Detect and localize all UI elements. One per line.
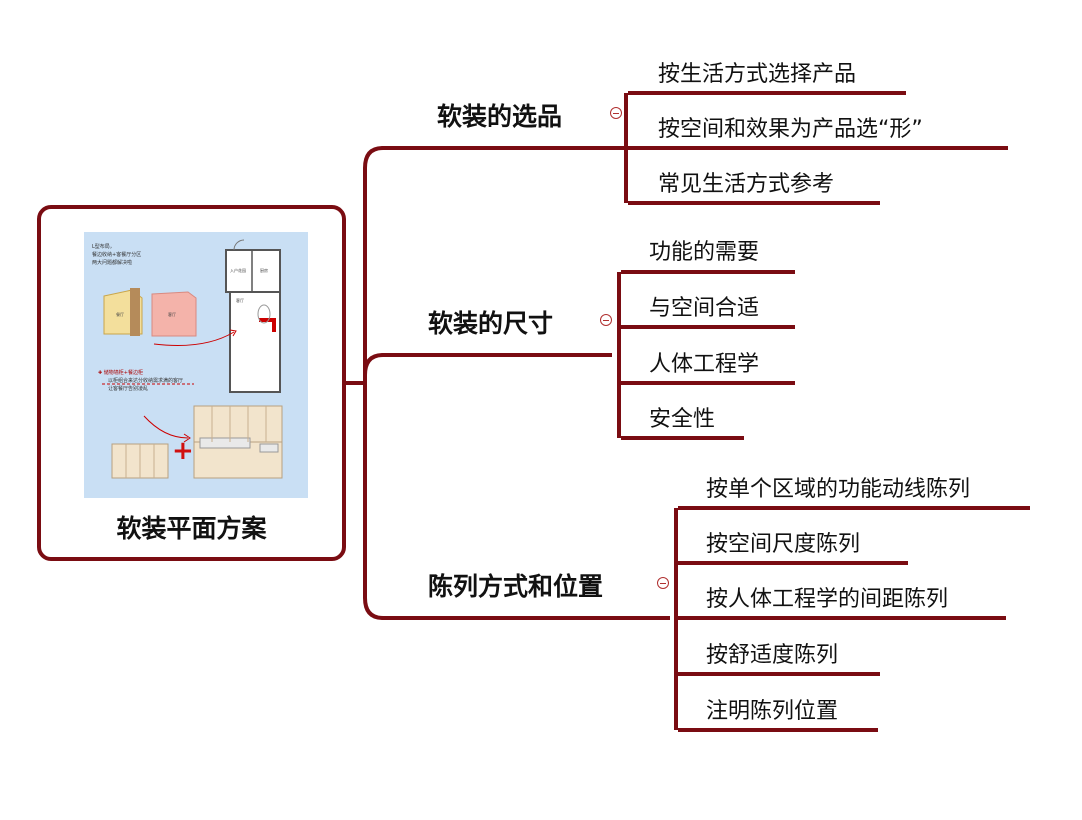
image-note-line-4: ✚ 储物墙柜+餐边柜 bbox=[98, 370, 143, 376]
branch-selection[interactable]: 软装的选品 bbox=[437, 102, 563, 131]
leaf-display-5[interactable]: 注明陈列位置 bbox=[706, 699, 839, 724]
leaf-size-4[interactable]: 安全性 bbox=[649, 407, 716, 432]
image-note-line-1: L型布局， bbox=[92, 244, 115, 250]
leaf-selection-2[interactable]: 按空间和效果为产品选“形” bbox=[658, 117, 923, 142]
image-note-line-2: 餐边收纳+客餐厅分区 bbox=[92, 252, 142, 258]
branch-display[interactable]: 陈列方式和位置 bbox=[428, 572, 604, 601]
leaf-size-1[interactable]: 功能的需要 bbox=[649, 240, 760, 265]
floor-plan-illustration bbox=[102, 239, 283, 479]
leaf-display-4[interactable]: 按舒适度陈列 bbox=[706, 643, 839, 668]
leaf-size-3[interactable]: 人体工程学 bbox=[649, 352, 760, 377]
leaf-selection-1[interactable]: 按生活方式选择产品 bbox=[658, 62, 857, 87]
floor-plan-image: L型布局， 餐边收纳+客餐厅分区 两大问题都解决啦 ✚ 储物墙柜+餐边柜 以柜组… bbox=[84, 232, 308, 498]
room-label-living-2: 客厅 bbox=[168, 312, 176, 317]
root-node[interactable]: L型布局， 餐边收纳+客餐厅分区 两大问题都解决啦 ✚ 储物墙柜+餐边柜 以柜组… bbox=[37, 205, 346, 561]
leaf-display-3[interactable]: 按人体工程学的间距陈列 bbox=[706, 587, 949, 612]
plus-sign: + bbox=[172, 436, 194, 466]
room-label-kitchen: 厨房 bbox=[260, 268, 268, 273]
room-label-entry: 入户花园 bbox=[230, 268, 246, 273]
leaf-display-1[interactable]: 按单个区域的功能动线陈列 bbox=[706, 477, 971, 502]
room-label-dining: 餐厅 bbox=[116, 312, 124, 317]
collapse-toggle-icon[interactable] bbox=[657, 577, 669, 589]
image-note-line-5: 以柜组合来达分收纳需求满的客厅 bbox=[108, 378, 184, 384]
root-title: 软装平面方案 bbox=[116, 514, 267, 543]
leaf-display-2[interactable]: 按空间尺度陈列 bbox=[706, 532, 861, 557]
collapse-toggle-icon[interactable] bbox=[610, 107, 622, 119]
image-note-line-6: 让客餐厅告别凌乱 bbox=[108, 386, 149, 392]
leaf-size-2[interactable]: 与空间合适 bbox=[649, 296, 760, 321]
image-note-line-3: 两大问题都解决啦 bbox=[92, 260, 133, 266]
collapse-toggle-icon[interactable] bbox=[600, 314, 612, 326]
leaf-selection-3[interactable]: 常见生活方式参考 bbox=[658, 172, 835, 197]
room-label-living: 客厅 bbox=[236, 298, 244, 303]
branch-size[interactable]: 软装的尺寸 bbox=[428, 309, 554, 338]
